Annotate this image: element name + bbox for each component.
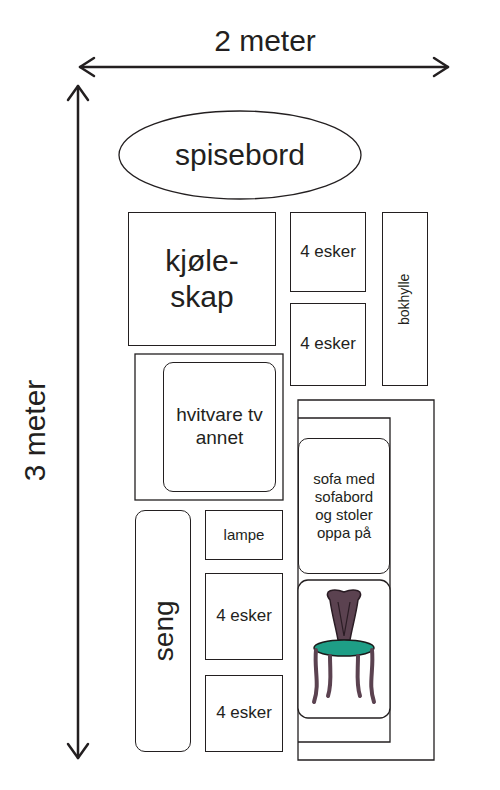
node-label: 4 esker	[216, 606, 272, 626]
dimension-label: 2 meter	[214, 24, 316, 57]
chair-illustration	[314, 590, 374, 702]
bed: seng	[135, 510, 191, 752]
furniture-outlines	[135, 354, 434, 760]
box-stack: 4 esker	[205, 573, 283, 660]
lamp-box: lampe	[205, 510, 283, 560]
box-stack: 4 esker	[290, 212, 366, 292]
node-label: seng	[146, 601, 180, 662]
fridge-box: kjøle- skap	[128, 212, 276, 346]
node-label: 4 esker	[300, 242, 356, 262]
node-label: 4 esker	[300, 334, 356, 354]
node-label: bokhylle	[397, 273, 414, 324]
node-label: sofa med sofabord og stoler oppa på	[305, 470, 383, 542]
appliance-box: hvitvare tv annet	[163, 362, 276, 492]
dimension-label: 3 meter	[19, 379, 52, 481]
sofa-box: sofa med sofabord og stoler oppa på	[298, 438, 390, 574]
node-label: 4 esker	[216, 703, 272, 723]
node-label: lampe	[224, 526, 265, 544]
dining-table: spisebord	[118, 110, 362, 200]
box-stack: 4 esker	[290, 303, 366, 386]
node-label: kjøle- skap	[143, 243, 261, 315]
box-stack: 4 esker	[205, 675, 283, 752]
node-label: spisebord	[175, 137, 305, 173]
node-label: hvitvare tv annet	[174, 404, 265, 450]
bookshelf: bokhylle	[382, 212, 428, 386]
